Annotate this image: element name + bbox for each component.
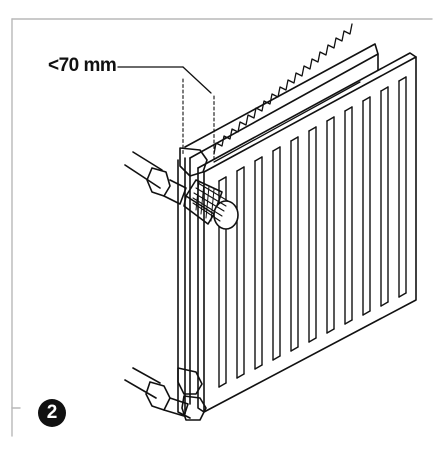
thermostatic-valve-head bbox=[183, 179, 239, 230]
panel-ribs bbox=[218, 76, 407, 388]
radiator-front-panel bbox=[197, 52, 417, 413]
dimension-leader bbox=[117, 66, 212, 94]
convector-fins bbox=[213, 23, 361, 163]
supply-pipe-top bbox=[124, 147, 208, 205]
dimension-extension-lines bbox=[182, 78, 215, 161]
figure-frame bbox=[11, 18, 433, 437]
return-pipe-bottom bbox=[124, 367, 207, 421]
radiator-rear-panel bbox=[184, 43, 379, 176]
step-number-badge: 2 bbox=[38, 399, 66, 427]
dimension-label: <70 mm bbox=[48, 55, 117, 76]
